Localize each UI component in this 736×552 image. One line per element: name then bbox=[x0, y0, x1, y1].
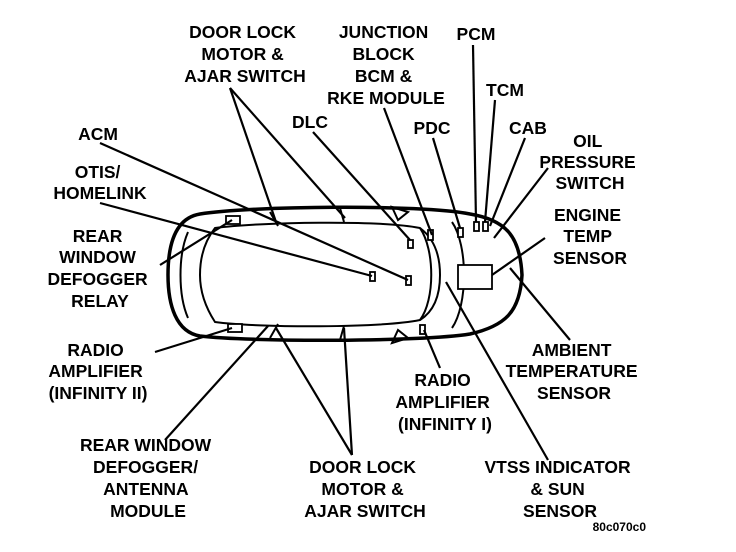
label-pcm: PCM bbox=[457, 24, 496, 44]
label-door-lock-bottom: DOOR LOCK MOTOR & AJAR SWITCH bbox=[304, 457, 426, 521]
tcm-box bbox=[482, 221, 489, 232]
label-vtss: VTSS INDICATOR & SUN SENSOR bbox=[484, 457, 635, 521]
label-acm: ACM bbox=[78, 124, 118, 144]
label-engine-temp: ENGINE TEMP SENSOR bbox=[553, 205, 627, 268]
figure-code: 80c070c0 bbox=[593, 520, 647, 534]
label-ambient-temp: AMBIENT TEMPERATURE SENSOR bbox=[506, 340, 643, 403]
label-radio-amp-infinity-i: RADIO AMPLIFIER (INFINITY I) bbox=[395, 370, 494, 434]
component-labels: DOOR LOCK MOTOR & AJAR SWITCH JUNCTION B… bbox=[47, 22, 646, 534]
label-rear-defogger-relay: REAR WINDOW DEFOGGER RELAY bbox=[47, 226, 152, 311]
label-door-lock-top: DOOR LOCK MOTOR & AJAR SWITCH bbox=[184, 22, 306, 86]
pdc-box bbox=[457, 227, 464, 238]
label-pdc: PDC bbox=[414, 118, 451, 138]
acm-box bbox=[405, 275, 412, 286]
pcm-box bbox=[473, 221, 480, 232]
defogger-relay-box bbox=[225, 215, 241, 225]
component-markers bbox=[225, 215, 493, 335]
rear-amp-box bbox=[227, 323, 243, 333]
label-junction-block: JUNCTION BLOCK BCM & RKE MODULE bbox=[327, 22, 445, 108]
label-otis-homelink: OTIS/ HOMELINK bbox=[53, 162, 147, 203]
label-radio-amp-infinity-ii: RADIO AMPLIFIER (INFINITY II) bbox=[48, 340, 147, 403]
label-cab: CAB bbox=[509, 118, 547, 138]
leader-lines bbox=[99, 44, 571, 461]
label-dlc: DLC bbox=[292, 112, 328, 132]
dlc-box bbox=[407, 239, 414, 249]
engine-module-box bbox=[457, 264, 493, 290]
label-oil-pressure: OIL PRESSURE SWITCH bbox=[539, 131, 640, 193]
label-tcm: TCM bbox=[486, 80, 524, 100]
label-rear-defogger-antenna: REAR WINDOW DEFOGGER/ ANTENNA MODULE bbox=[80, 435, 216, 521]
radio-amp-front-box bbox=[419, 324, 426, 335]
